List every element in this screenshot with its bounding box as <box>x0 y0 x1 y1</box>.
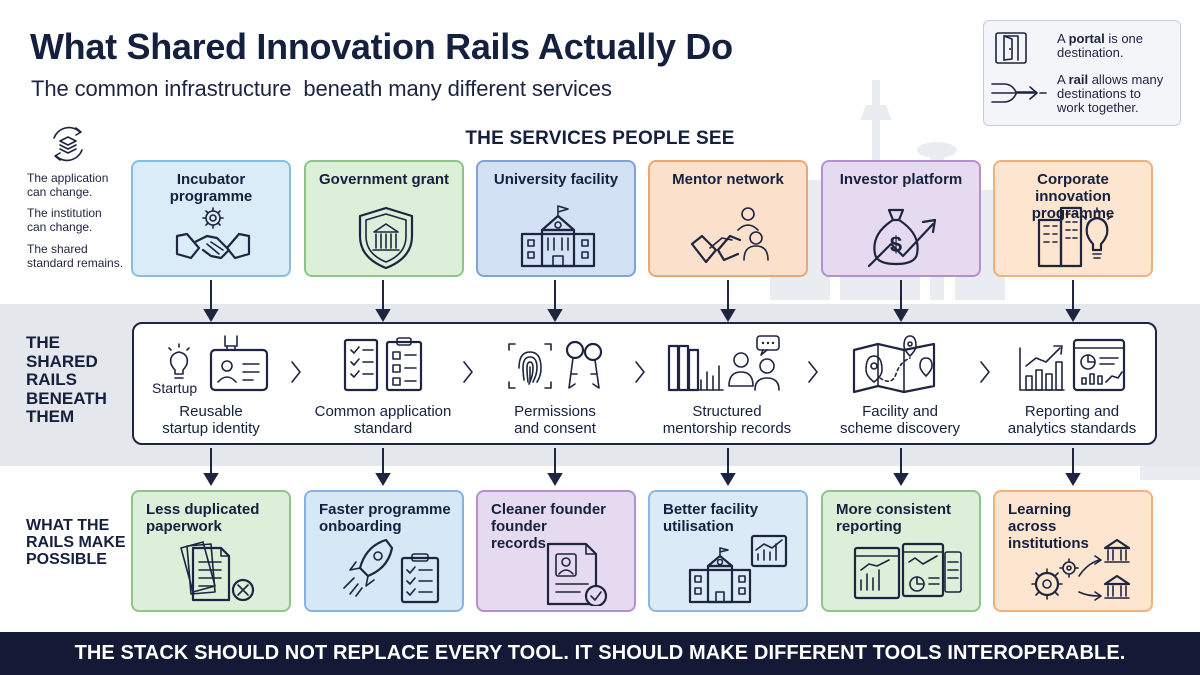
chevron-right-icon <box>291 361 301 383</box>
legend-rail-line1: A rail allows many <box>1057 72 1164 87</box>
legend-portal-line2: destination. <box>1057 45 1124 60</box>
door-icon <box>995 32 1027 64</box>
arrows-bottom <box>203 448 1081 486</box>
legend-box <box>983 20 1181 126</box>
merging-rails-icon <box>991 83 1047 103</box>
id-badge-icon <box>168 335 269 392</box>
books-mentors-icon <box>667 335 780 392</box>
service-card-investor-platform[interactable]: Investor platform $ <box>821 160 981 277</box>
legend-portal-line1: A portal is one <box>1057 31 1144 46</box>
documents-cross-icon <box>180 541 255 602</box>
building-lightbulb-icon <box>1037 206 1112 268</box>
analytics-charts-icon <box>1019 338 1126 392</box>
service-card-university-facility[interactable]: University facility <box>476 160 636 277</box>
legend-rail-line3: work together. <box>1057 100 1139 115</box>
footer-text: THE STACK SHOULD NOT REPLACE EVERY TOOL.… <box>74 642 1126 664</box>
dashboards-icon <box>853 542 962 600</box>
chevron-right-icon <box>463 361 473 383</box>
chevron-right-icon <box>635 361 645 383</box>
shield-building-icon <box>358 206 414 270</box>
service-label: Mentor network <box>672 171 784 188</box>
service-label: Investor platform <box>839 171 963 188</box>
checklist-icon <box>343 337 423 392</box>
page-subtitle: The common infrastructure beneath many d… <box>31 76 612 101</box>
profile-document-check-icon <box>546 542 608 606</box>
service-label: Incubator <box>176 171 246 188</box>
legend-rail-line2: destinations to <box>1057 86 1141 101</box>
handshake-people-icon <box>690 207 769 264</box>
cycle-layers-icon <box>53 126 83 162</box>
service-card-mentor-network[interactable]: Mentor network <box>648 160 808 277</box>
handshake-gear-icon <box>175 207 251 260</box>
service-label: Government grant <box>318 171 450 188</box>
service-label: Corporate innovation <box>1035 171 1111 205</box>
chevron-right-icon <box>808 361 818 383</box>
page-title: What Shared Innovation Rails Actually Do <box>30 26 733 67</box>
footer-banner <box>0 632 1200 675</box>
chevron-right-icon <box>980 361 990 383</box>
campus-chart-icon <box>688 534 788 604</box>
university-icon <box>520 205 596 268</box>
rocket-checklist-icon <box>343 538 440 604</box>
service-card-government-grant[interactable]: Government grant <box>304 160 464 277</box>
startup-label: Startup <box>152 380 198 396</box>
service-label: University facility <box>493 171 619 188</box>
rails-container <box>132 322 1157 445</box>
arrows-top <box>203 280 1081 322</box>
fingerprint-keys-icon <box>508 340 603 389</box>
map-pins-icon <box>852 335 936 394</box>
gears-institutions-icon <box>1031 538 1131 601</box>
services-heading: THE SERVICES PEOPLE SEE <box>465 128 735 149</box>
money-bag-growth-icon: $ <box>867 208 937 268</box>
